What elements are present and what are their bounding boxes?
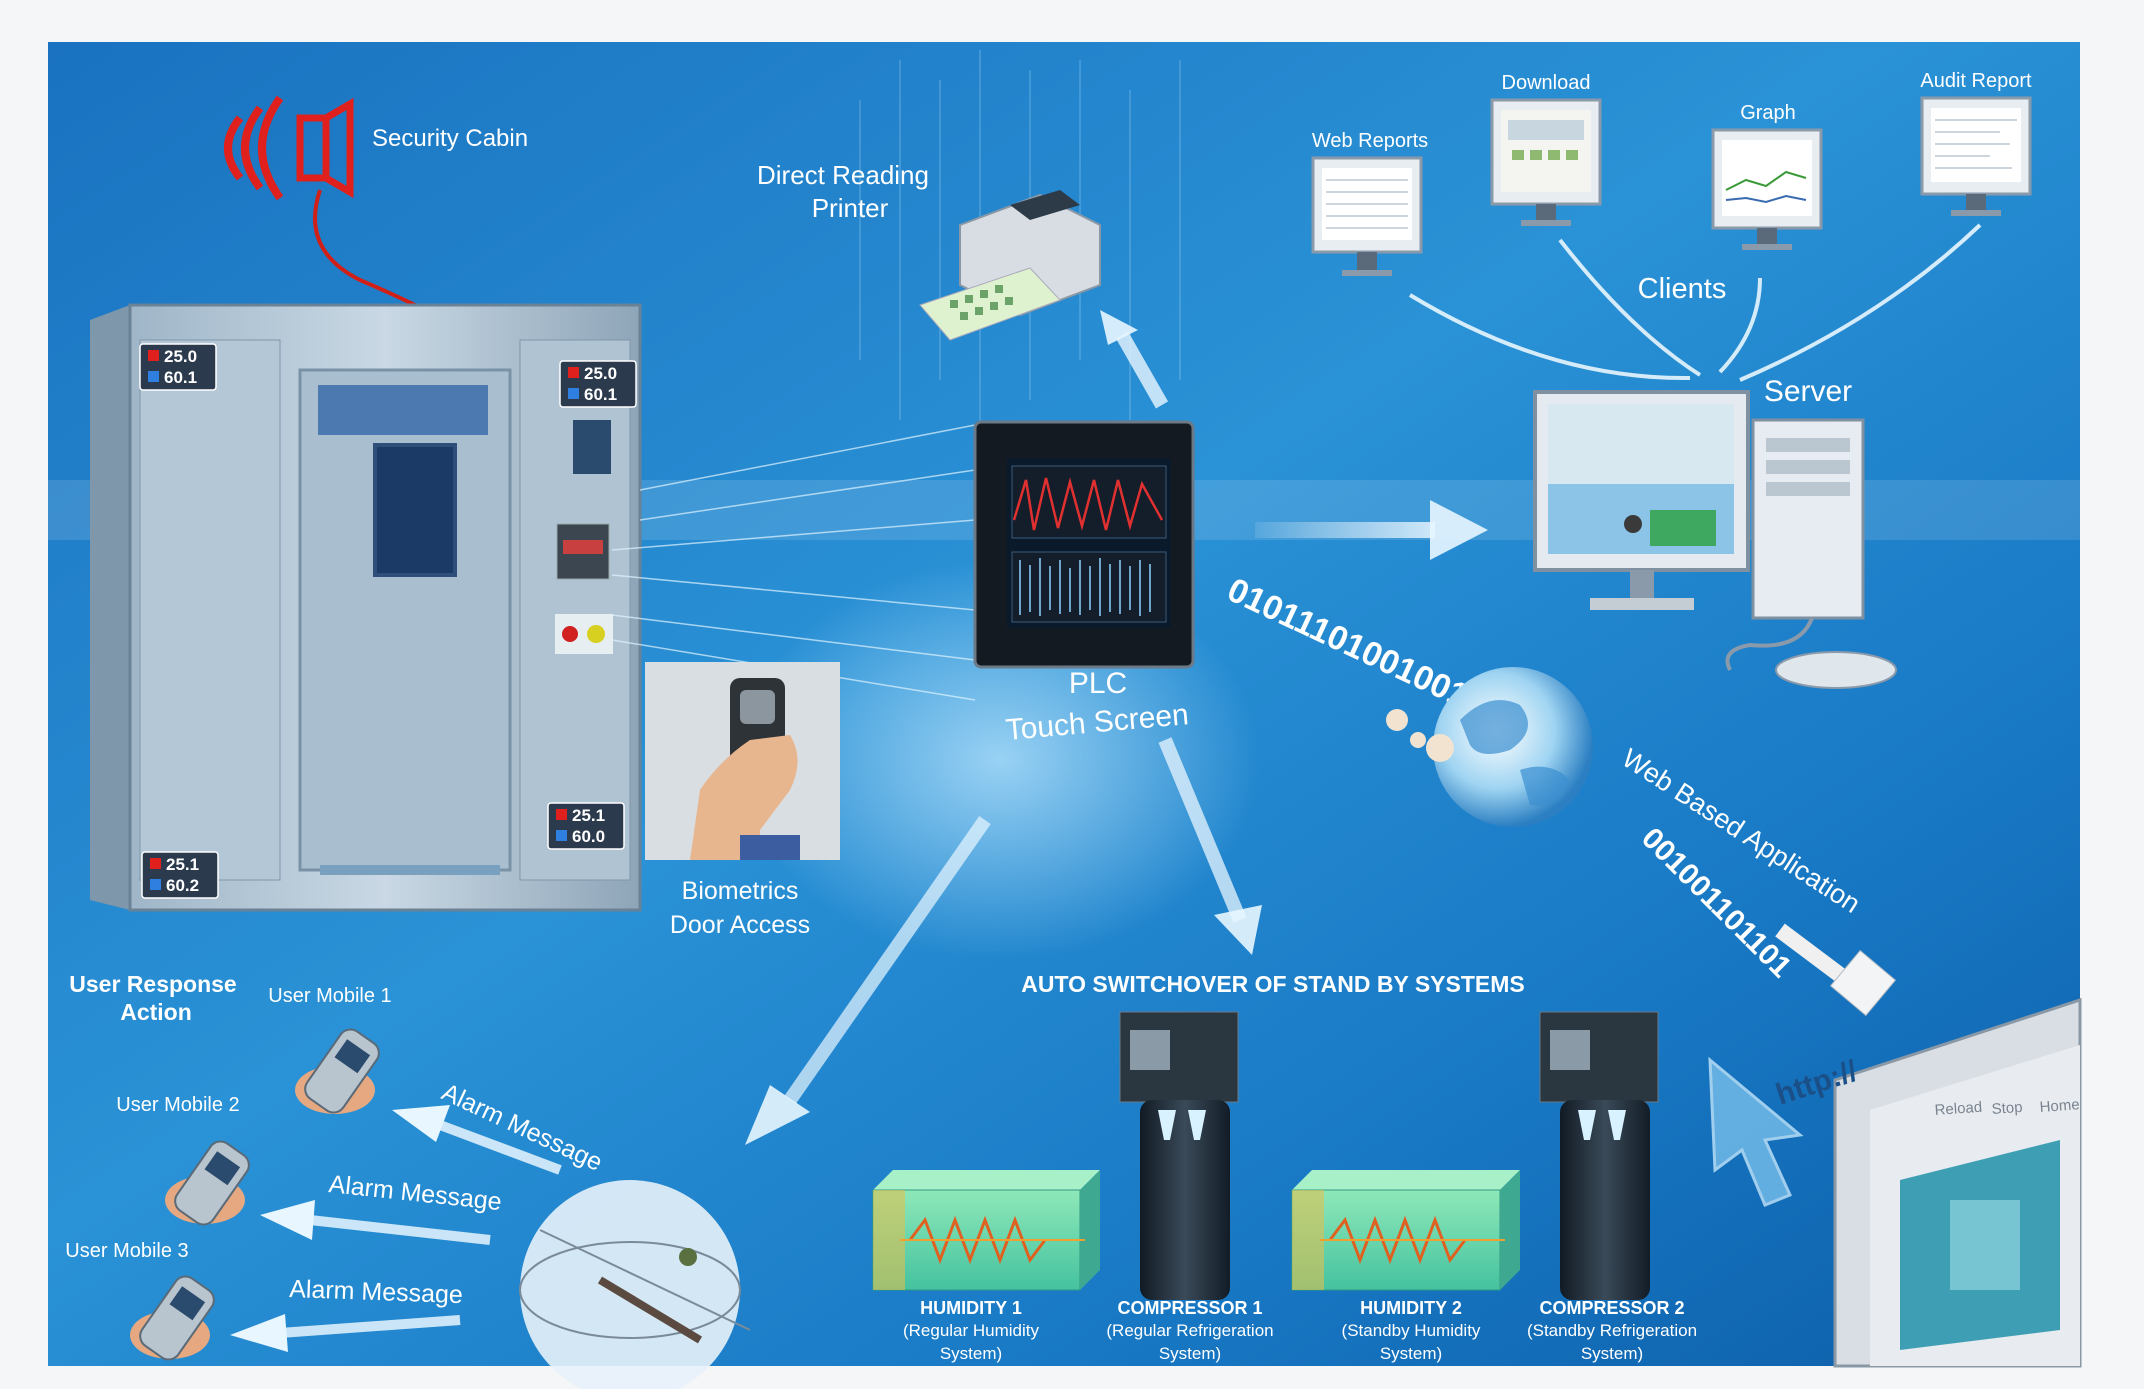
svg-text:25.0: 25.0 — [584, 364, 617, 383]
unit-label-humidity-1: HUMIDITY 1 (Regular Humidity System) — [903, 1298, 1040, 1363]
biometrics-label: Biometrics — [682, 877, 799, 905]
door-access-label: Door Access — [670, 911, 810, 939]
svg-text:60.1: 60.1 — [584, 385, 617, 404]
user-mobile-1-label: User Mobile 1 — [268, 985, 391, 1007]
compressor-2-unit — [1539, 1011, 1659, 1300]
mobile-phone-2-icon — [165, 1140, 250, 1226]
svg-text:60.2: 60.2 — [166, 876, 199, 895]
svg-text:COMPRESSOR 1: COMPRESSOR 1 — [1117, 1298, 1262, 1318]
svg-text:System): System) — [1380, 1344, 1442, 1363]
client-label-audit-report: Audit Report — [1920, 70, 2032, 92]
svg-text:60.0: 60.0 — [572, 827, 605, 846]
reading-badge-top-right: 25.0 60.1 — [559, 360, 637, 408]
svg-text:COMPRESSOR 2: COMPRESSOR 2 — [1539, 1298, 1684, 1318]
controller-panel — [573, 420, 611, 474]
svg-text:(Regular Humidity: (Regular Humidity — [903, 1321, 1040, 1340]
globe-icon — [1386, 667, 1593, 827]
svg-text:60.1: 60.1 — [164, 368, 197, 387]
plc-touch-screen — [973, 420, 1195, 669]
chamber-display — [318, 385, 488, 435]
browser-home-button: Home — [2039, 1096, 2080, 1116]
humidity-1-unit — [872, 1170, 1100, 1291]
reading-badge-top-left: 25.0 60.1 — [139, 343, 217, 391]
reading-badge-bottom-left: 25.1 60.2 — [141, 851, 219, 899]
svg-text:25.1: 25.1 — [572, 806, 605, 825]
plc-connection-lines — [611, 424, 976, 701]
client-monitor-web-reports — [1311, 156, 1423, 276]
browser-window — [1833, 997, 2082, 1368]
client-label-download: Download — [1502, 72, 1591, 94]
client-monitor-graph — [1711, 128, 1823, 250]
printer-icon — [919, 190, 1101, 341]
network-cable-icon — [1775, 923, 1897, 1017]
humidity-2-unit — [1291, 1170, 1520, 1291]
alarm-message-3: Alarm Message — [289, 1275, 464, 1309]
arrow-to-printer — [1100, 310, 1169, 409]
client-monitor-download — [1490, 98, 1602, 226]
user-mobile-2-label: User Mobile 2 — [116, 1094, 239, 1116]
mobile-phone-1-icon — [295, 1028, 380, 1114]
client-server-links — [1408, 223, 1982, 382]
arrow-to-user-mobiles — [745, 815, 991, 1145]
client-monitor-audit-report — [1920, 96, 2032, 216]
siren-icon — [224, 95, 354, 201]
unit-label-humidity-2: HUMIDITY 2 (Standby Humidity System) — [1342, 1298, 1481, 1363]
arrow-to-switchover — [1158, 737, 1262, 955]
svg-text:HUMIDITY 2: HUMIDITY 2 — [1360, 1298, 1462, 1318]
browser-reload-button: Reload — [1934, 1099, 1983, 1119]
svg-text:(Standby Refrigeration: (Standby Refrigeration — [1527, 1321, 1697, 1340]
clients-label: Clients — [1638, 273, 1727, 305]
printer-label-line1: Direct Reading — [757, 160, 929, 190]
client-label-graph: Graph — [1740, 102, 1796, 124]
cursor-arrow-icon — [1708, 1056, 1804, 1207]
server-label: Server — [1764, 375, 1852, 408]
printer-label-line2: Printer — [812, 193, 889, 223]
satellite-dish-icon — [519, 1180, 751, 1389]
plc-label: PLC — [1069, 667, 1127, 700]
svg-text:(Regular Refrigeration: (Regular Refrigeration — [1106, 1321, 1273, 1340]
svg-text:System): System) — [940, 1344, 1002, 1363]
unit-label-compressor-2: COMPRESSOR 2 (Standby Refrigeration Syst… — [1527, 1298, 1697, 1363]
svg-text:25.0: 25.0 — [164, 347, 197, 366]
mobile-phone-3-icon — [130, 1275, 215, 1361]
browser-stop-button: Stop — [1991, 1099, 2023, 1118]
client-label-web-reports: Web Reports — [1312, 130, 1428, 152]
svg-text:25.1: 25.1 — [166, 855, 199, 874]
compressor-1-unit — [1119, 1011, 1239, 1300]
svg-text:System): System) — [1159, 1344, 1221, 1363]
svg-text:(Standby Humidity: (Standby Humidity — [1342, 1321, 1481, 1340]
user-response-title-line1: User Response — [69, 971, 236, 997]
unit-label-compressor-1: COMPRESSOR 1 (Regular Refrigeration Syst… — [1106, 1298, 1273, 1363]
svg-text:System): System) — [1581, 1344, 1643, 1363]
server-computer-icon — [1533, 390, 1897, 689]
alarm-arrows — [230, 1105, 562, 1352]
fingerprint-scanner-photo — [645, 662, 840, 860]
user-mobile-3-label: User Mobile 3 — [65, 1240, 188, 1262]
user-response-title-line2: Action — [120, 999, 192, 1025]
svg-text:HUMIDITY 1: HUMIDITY 1 — [920, 1298, 1022, 1318]
chamber-window — [373, 443, 457, 577]
switchover-title: AUTO SWITCHOVER OF STAND BY SYSTEMS — [1021, 971, 1524, 997]
reading-badge-bottom-right: 25.1 60.0 — [547, 802, 625, 850]
arrow-to-server — [1255, 500, 1488, 560]
security-cabin-label: Security Cabin — [372, 125, 528, 152]
